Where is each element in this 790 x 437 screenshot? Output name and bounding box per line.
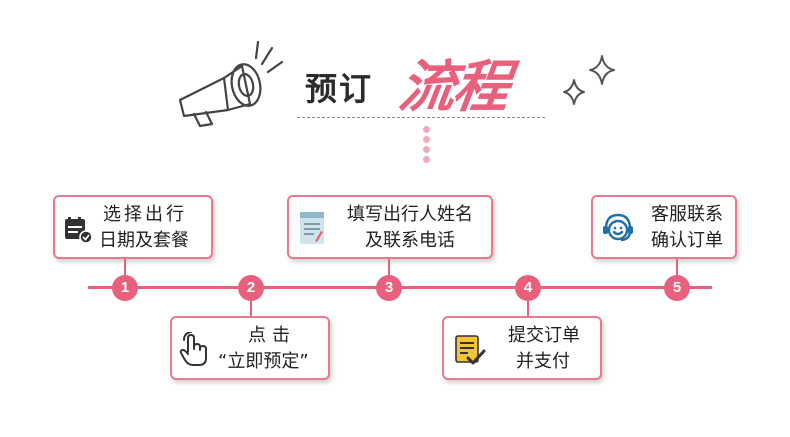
headset-smile-icon <box>603 213 633 242</box>
step-1-line1: 选择出行 <box>103 204 187 225</box>
step-card-2: 点击 “立即预定” <box>170 316 330 380</box>
step-card-3: 填写出行人姓名 及联系电话 <box>287 195 493 259</box>
step-1-stem <box>124 259 126 277</box>
megaphone-icon <box>178 40 284 128</box>
decorative-dots <box>423 126 431 166</box>
page-title-accent: 流程 <box>394 54 513 120</box>
hand-pointer-icon <box>179 332 207 366</box>
step-5-line2: 确认订单 <box>651 230 723 251</box>
step-5-stem <box>676 259 678 277</box>
notepad-icon <box>300 212 324 244</box>
step-1-line2: 日期及套餐 <box>99 230 189 251</box>
step-3-line2: 及联系电话 <box>365 230 455 251</box>
step-4-stem <box>527 300 529 316</box>
step-3-stem <box>388 259 390 277</box>
step-2-number: 2 <box>238 275 264 301</box>
title-divider <box>297 117 545 118</box>
step-2-stem <box>250 300 252 316</box>
step-card-1: 选择出行 日期及套餐 <box>53 195 213 259</box>
step-2-line1: 点击 <box>248 325 296 346</box>
step-4-line2: 并支付 <box>516 351 570 372</box>
calendar-check-icon <box>65 217 93 244</box>
step-5-number: 5 <box>664 275 690 301</box>
step-1-number: 1 <box>112 275 138 301</box>
document-check-icon <box>455 335 486 365</box>
step-card-5: 客服联系 确认订单 <box>591 195 737 259</box>
page-title: 预订 <box>305 70 374 108</box>
step-3-line1: 填写出行人姓名 <box>347 204 473 225</box>
step-2-line2: “立即预定” <box>218 351 309 372</box>
sparkle-icon <box>563 55 615 105</box>
step-3-number: 3 <box>376 275 402 301</box>
step-4-number: 4 <box>515 275 541 301</box>
step-card-4: 提交订单 并支付 <box>442 316 602 380</box>
step-4-line1: 提交订单 <box>508 325 580 346</box>
step-5-line1: 客服联系 <box>651 204 723 225</box>
